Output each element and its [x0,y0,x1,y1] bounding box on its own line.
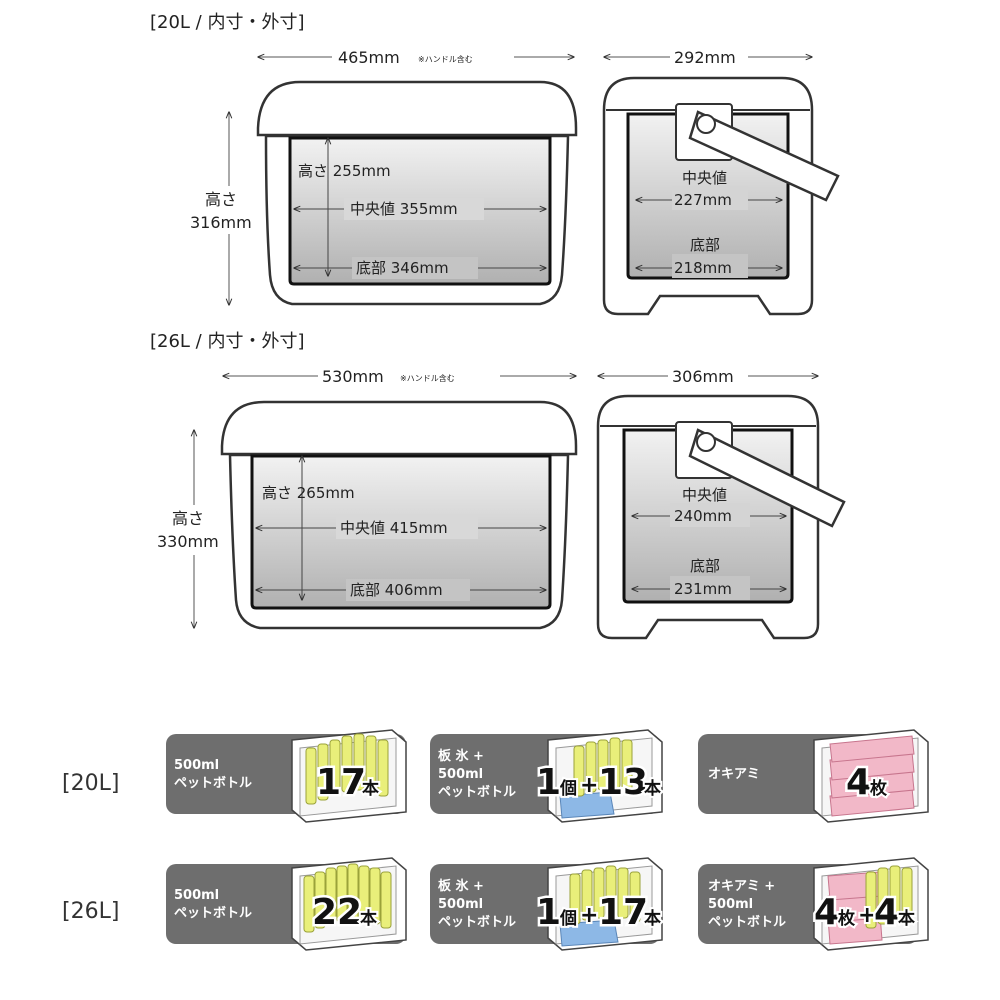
card-unit: 個 [559,908,577,929]
card-label-line: 板 氷 + [438,748,484,764]
section-title: [20L / 内寸・外寸] [150,12,305,33]
card-count: 4 [874,892,899,933]
card-count: 17 [316,762,366,803]
mid-width-label: 中央値 355mm [350,200,458,218]
card-label-line: 板 氷 + [438,878,484,894]
handle-note: ※ハンドル含む [418,54,473,64]
outer-height-label: 高さ [172,509,204,528]
card-label-line: 500ml [174,758,219,773]
cooler-front-view: 高さ 265mm 中央値 415mm 底部 406mm [220,400,578,630]
width-label: 530mm [322,367,384,386]
card-unit: 枚 [838,908,856,929]
section-26l: [26L / 内寸・外寸] 530mm ※ハンドル含む 306mm 高さ 330… [150,331,846,640]
capacity-card-ice-bottles: 板 氷 + 500ml ペットボトル 1 個 + 17 本 [430,857,663,951]
capacity-size-label: [20L] [62,771,119,796]
krill-bottles-icon [813,857,929,951]
card-label-line: ペットボトル [174,905,252,921]
card-count: 4 [846,762,871,803]
handle-note: ※ハンドル含む [400,373,455,383]
side-bottom-value: 218mm [674,259,732,277]
capacity-card-bottles: 500ml ペットボトル 22 本 [166,857,407,951]
card-count: 17 [598,892,648,933]
capacity-size-label: [26L] [62,899,119,924]
card-unit: 本 [360,908,377,929]
side-mid-label: 中央値 [682,169,727,187]
card-plus: + [580,903,598,928]
card-label-line: オキアミ [708,767,760,782]
card-count: 1 [536,762,561,803]
outer-height-value: 330mm [157,532,219,551]
side-bottom-label: 底部 [690,236,720,254]
capacity-row-20l: [20L] 500ml ペットボトル 17 本 [62,729,929,823]
side-mid-label: 中央値 [682,486,727,504]
side-bottom-label: 底部 [690,557,720,575]
cooler-side-view: 中央値 240mm 底部 231mm [596,394,846,640]
capacity-card-krill: オキアミ 4 枚 [698,729,929,823]
cooler-side-view: 中央値 227mm 底部 218mm [602,76,840,316]
card-count: 22 [312,892,362,933]
bottles-icon [291,729,407,823]
card-unit: 本 [644,778,661,799]
card-label-line: ペットボトル [174,775,252,791]
krill-blocks-icon [813,729,929,823]
card-count: 4 [814,892,839,933]
inner-height-label: 高さ 255mm [298,162,391,180]
ice-bottles-icon [547,857,663,951]
card-label-line: オキアミ + [708,879,775,894]
outer-height-value: 316mm [190,213,252,232]
bottom-width-label: 底部 346mm [356,259,449,277]
card-plus: + [858,903,876,928]
inner-height-label: 高さ 265mm [262,484,355,502]
card-plus: + [580,773,598,798]
card-count: 13 [598,762,648,803]
section-20l: [20L / 内寸・外寸] 465mm ※ハンドル含む 292mm 高さ 316… [150,12,840,316]
capacity-card-bottles: 500ml ペットボトル 17 本 [166,729,407,823]
cooler-front-view: 高さ 255mm 中央値 355mm 底部 346mm [256,80,578,306]
mid-width-label: 中央値 415mm [340,519,448,537]
depth-label: 306mm [672,367,734,386]
card-unit: 本 [898,908,915,929]
card-label-line: ペットボトル [438,784,516,800]
side-mid-value: 227mm [674,191,732,209]
capacity-card-ice-bottles: 板 氷 + 500ml ペットボトル 1 個 + 13 本 [430,729,663,823]
card-count: 1 [536,892,561,933]
card-label-line: ペットボトル [708,914,786,930]
card-label-line: 500ml [174,888,219,903]
card-label-line: 500ml [438,767,483,782]
side-bottom-value: 231mm [674,580,732,598]
section-title: [26L / 内寸・外寸] [150,331,305,352]
card-label-line: ペットボトル [438,914,516,930]
card-label-line: 500ml [708,897,753,912]
ice-bottles-icon [547,729,663,823]
bottles-icon [291,857,407,951]
card-unit: 本 [362,778,379,799]
card-unit: 枚 [870,778,888,799]
capacity-card-krill-bottles: オキアミ + 500ml ペットボトル 4 枚 + 4 本 [698,857,929,951]
card-unit: 本 [644,908,661,929]
card-unit: 個 [559,778,577,799]
capacity-row-26l: [26L] 500ml ペットボトル 22 本 [62,857,929,951]
depth-label: 292mm [674,48,736,67]
card-label-line: 500ml [438,897,483,912]
outer-height-label: 高さ [205,190,237,209]
width-label: 465mm [338,48,400,67]
bottom-width-label: 底部 406mm [350,581,443,599]
side-mid-value: 240mm [674,507,732,525]
